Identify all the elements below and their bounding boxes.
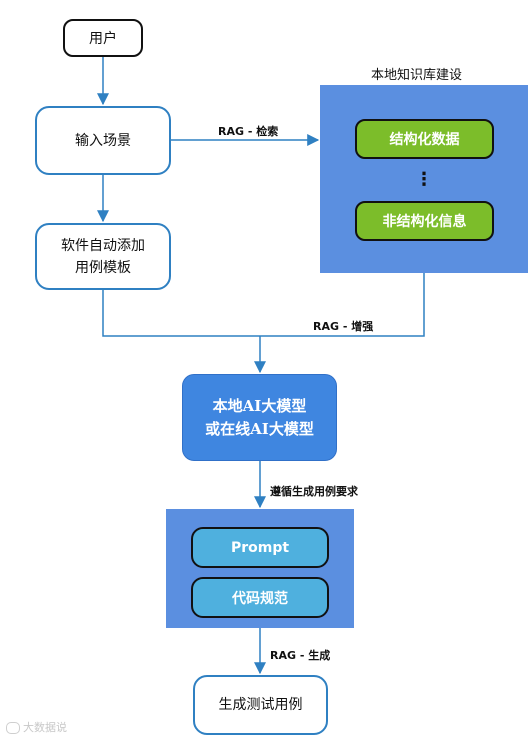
kb-title: 本地知识库建设	[371, 68, 463, 83]
node-auto-template-line2: 用例模板	[75, 259, 131, 276]
ellipsis-icon: ⋮	[414, 168, 434, 190]
node-code-spec: 代码规范	[191, 577, 329, 618]
edge-label-generate: RAG - 生成	[270, 649, 331, 662]
node-code-spec-label: 代码规范	[232, 590, 288, 607]
edge-template-merge	[102, 273, 425, 337]
node-ai-model-line1: 本地AI大模型	[212, 396, 307, 415]
edge-label-retrieve: RAG - 检索	[218, 125, 279, 138]
node-auto-template-line1: 软件自动添加	[61, 237, 145, 254]
node-structured-data: 结构化数据	[355, 119, 494, 159]
node-prompt: Prompt	[191, 527, 329, 568]
node-unstructured-info: 非结构化信息	[355, 201, 494, 241]
node-output: 生成测试用例	[193, 675, 328, 735]
watermark-logo-icon	[6, 722, 20, 734]
node-ai-model: 本地AI大模型 或在线AI大模型	[182, 374, 337, 461]
node-user-label: 用户	[89, 31, 117, 47]
node-input-scene-label: 输入场景	[75, 132, 131, 149]
edge-label-follow: 遵循生成用例要求	[270, 485, 358, 498]
ellipsis-label: ⋮	[415, 168, 433, 190]
edge-label-augment: RAG - 增强	[313, 320, 374, 333]
watermark-label: 大数据说	[23, 721, 67, 734]
node-output-label: 生成测试用例	[218, 697, 303, 713]
node-user: 用户	[63, 19, 143, 57]
node-structured-data-label: 结构化数据	[389, 132, 460, 148]
kb-panel	[320, 85, 528, 273]
node-unstructured-info-label: 非结构化信息	[382, 214, 467, 230]
watermark: 大数据说	[6, 719, 67, 735]
node-prompt-label: Prompt	[230, 539, 290, 556]
node-ai-model-line2: 或在线AI大模型	[205, 419, 314, 438]
node-auto-template: 软件自动添加 用例模板	[35, 223, 171, 290]
node-input-scene: 输入场景	[35, 106, 171, 175]
